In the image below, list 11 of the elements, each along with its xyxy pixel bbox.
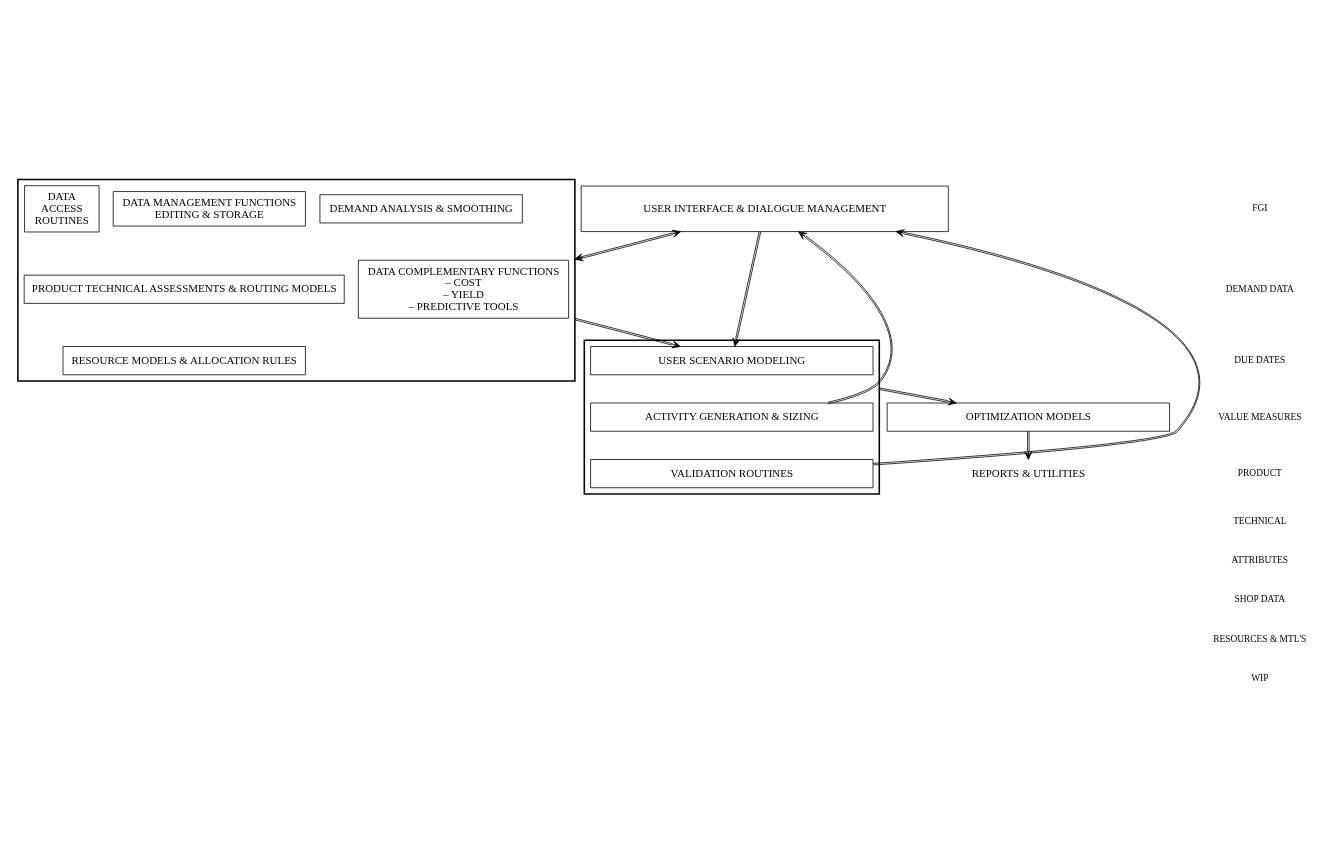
label: WIP: [1251, 672, 1269, 683]
label: DEMAND DATA: [1225, 283, 1294, 294]
label: SHOP DATA: [1234, 593, 1285, 604]
node-text: REPORTS & UTILITIES: [971, 466, 1085, 479]
label: ATTRIBUTES: [1231, 554, 1289, 565]
label: VALUE MEASURES: [1218, 411, 1302, 422]
label: TECHNICAL: [1233, 515, 1287, 526]
label: FGI: [1252, 202, 1268, 213]
label: DUE DATES: [1234, 354, 1286, 365]
label: PRODUCT: [1237, 467, 1282, 478]
label: RESOURCES & MTL'S: [1213, 633, 1307, 644]
